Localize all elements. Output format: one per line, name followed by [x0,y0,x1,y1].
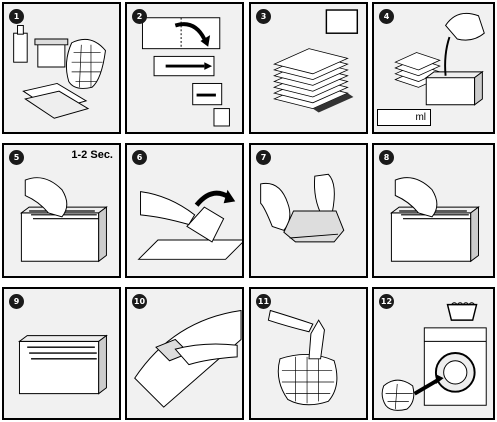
step-1-panel: 1 [2,2,121,134]
wiping-surface-illustration [134,309,242,408]
laundry-net-illustration [267,309,338,406]
step-number-badge: 2 [132,9,147,24]
step-number-badge: 4 [379,9,394,24]
step-4-panel: 4 ml [372,2,495,134]
step-3-panel: 3 [249,2,368,134]
rinsing-illustration [389,177,480,263]
folding-illustration [141,17,230,127]
step-2-panel: 2 [125,2,244,134]
step-12-panel: 12 [372,287,495,420]
dipping-in-tray-illustration [19,177,108,263]
step-number-badge: 6 [132,150,147,165]
step-number-badge: 3 [256,9,271,24]
step-number-badge: 1 [9,9,24,24]
duration-label: 1-2 Sec. [71,149,113,161]
step-6-panel: 6 [125,143,244,278]
washing-machine-illustration [381,302,487,411]
volume-label: ml [377,109,431,126]
step-7-panel: 7 [249,143,368,278]
step-number-badge: 8 [379,150,394,165]
lifting-out-illustration [137,189,242,260]
step-8-panel: 8 [372,143,495,278]
step-number-badge: 10 [132,294,147,309]
squeezing-illustration [260,173,345,243]
step-number-badge: 11 [256,294,271,309]
step-number-badge: 12 [379,294,394,309]
step-number-badge: 5 [9,150,24,165]
step-number-badge: 7 [256,150,271,165]
step-10-panel: 10 [125,287,244,420]
pouring-liquid-illustration [394,12,485,106]
step-5-panel: 5 1-2 Sec. [2,143,121,278]
soaking-tray-illustration [18,334,108,395]
stacked-papers-illustration [273,9,359,113]
washing-supplies-illustration [13,24,106,119]
step-11-panel: 11 [249,287,368,420]
step-number-badge: 9 [9,294,24,309]
step-9-panel: 9 [2,287,121,420]
